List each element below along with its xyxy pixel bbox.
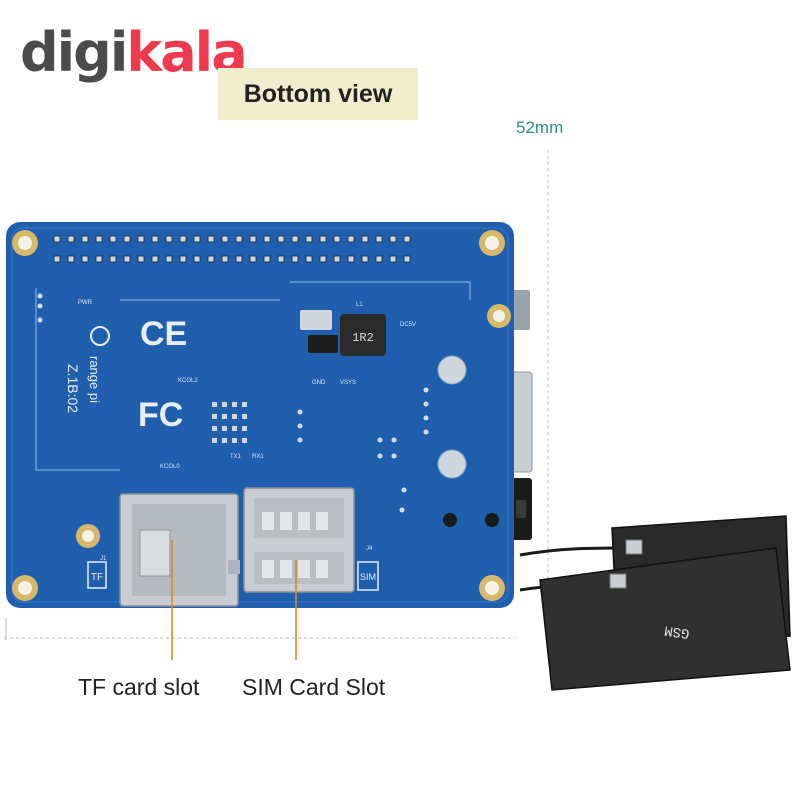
silk-dc5v: DC5V bbox=[400, 322, 416, 328]
sim-card-slot bbox=[243, 487, 355, 593]
gpio-header-pins bbox=[53, 235, 411, 263]
sim-silk-box bbox=[357, 561, 379, 591]
silk-rx1: RX1 bbox=[252, 454, 264, 460]
silk-kcol0: KCOL0 bbox=[160, 464, 180, 470]
fcc-mark: FC bbox=[138, 396, 183, 434]
silk-kcol2: KCOL2 bbox=[178, 378, 198, 384]
pcb-edge-highlight bbox=[11, 227, 509, 603]
mounting-holes bbox=[12, 230, 511, 601]
logo-text-digi: digi bbox=[20, 21, 128, 84]
view-title-badge: Bottom view bbox=[218, 68, 418, 120]
silkscreen-traces bbox=[35, 281, 471, 471]
silk-vsys: VSYS bbox=[340, 380, 356, 386]
component-pad-grid bbox=[212, 402, 247, 443]
via-hole-2 bbox=[485, 513, 499, 527]
via-hole-1 bbox=[443, 513, 457, 527]
gsm-antenna-label: GSM bbox=[663, 622, 690, 641]
silk-pwr: PWR bbox=[78, 300, 93, 306]
pcb-vias bbox=[37, 293, 429, 513]
antenna-connector-1 bbox=[609, 573, 627, 589]
test-pad-1 bbox=[437, 355, 467, 385]
silk-l1: L1 bbox=[356, 302, 363, 308]
gsm-antenna bbox=[539, 515, 791, 691]
audio-jack-hole bbox=[516, 500, 526, 518]
power-capacitor bbox=[308, 335, 338, 353]
tf-silk-box bbox=[87, 561, 107, 589]
ce-mark: CE bbox=[140, 315, 187, 353]
tf-card-slot bbox=[119, 493, 240, 607]
inductor-marking: 1R2 bbox=[352, 331, 374, 345]
silk-tf: TF bbox=[91, 572, 103, 583]
brand-logo: digikala bbox=[20, 26, 248, 80]
tf-card-slot-label: TF card slot bbox=[78, 674, 200, 700]
silk-gnd: GND bbox=[312, 380, 326, 386]
sim-card-slot-label: SIM Card Slot bbox=[242, 674, 386, 700]
brand-logo-icon bbox=[90, 326, 110, 346]
silk-sim: SIM bbox=[360, 572, 376, 582]
silk-j4: J4 bbox=[366, 546, 373, 552]
silk-j1: J1 bbox=[100, 556, 107, 562]
inductor-component bbox=[340, 314, 386, 356]
antenna-connector-2 bbox=[625, 539, 643, 555]
test-pad-2 bbox=[437, 449, 467, 479]
silk-tx1: TX1 bbox=[230, 454, 242, 460]
version-marking: Z.1B:02 bbox=[65, 364, 81, 413]
power-diode bbox=[300, 310, 332, 330]
brand-silkscreen: range pi bbox=[87, 356, 102, 403]
dimension-label: 52mm bbox=[516, 118, 564, 137]
